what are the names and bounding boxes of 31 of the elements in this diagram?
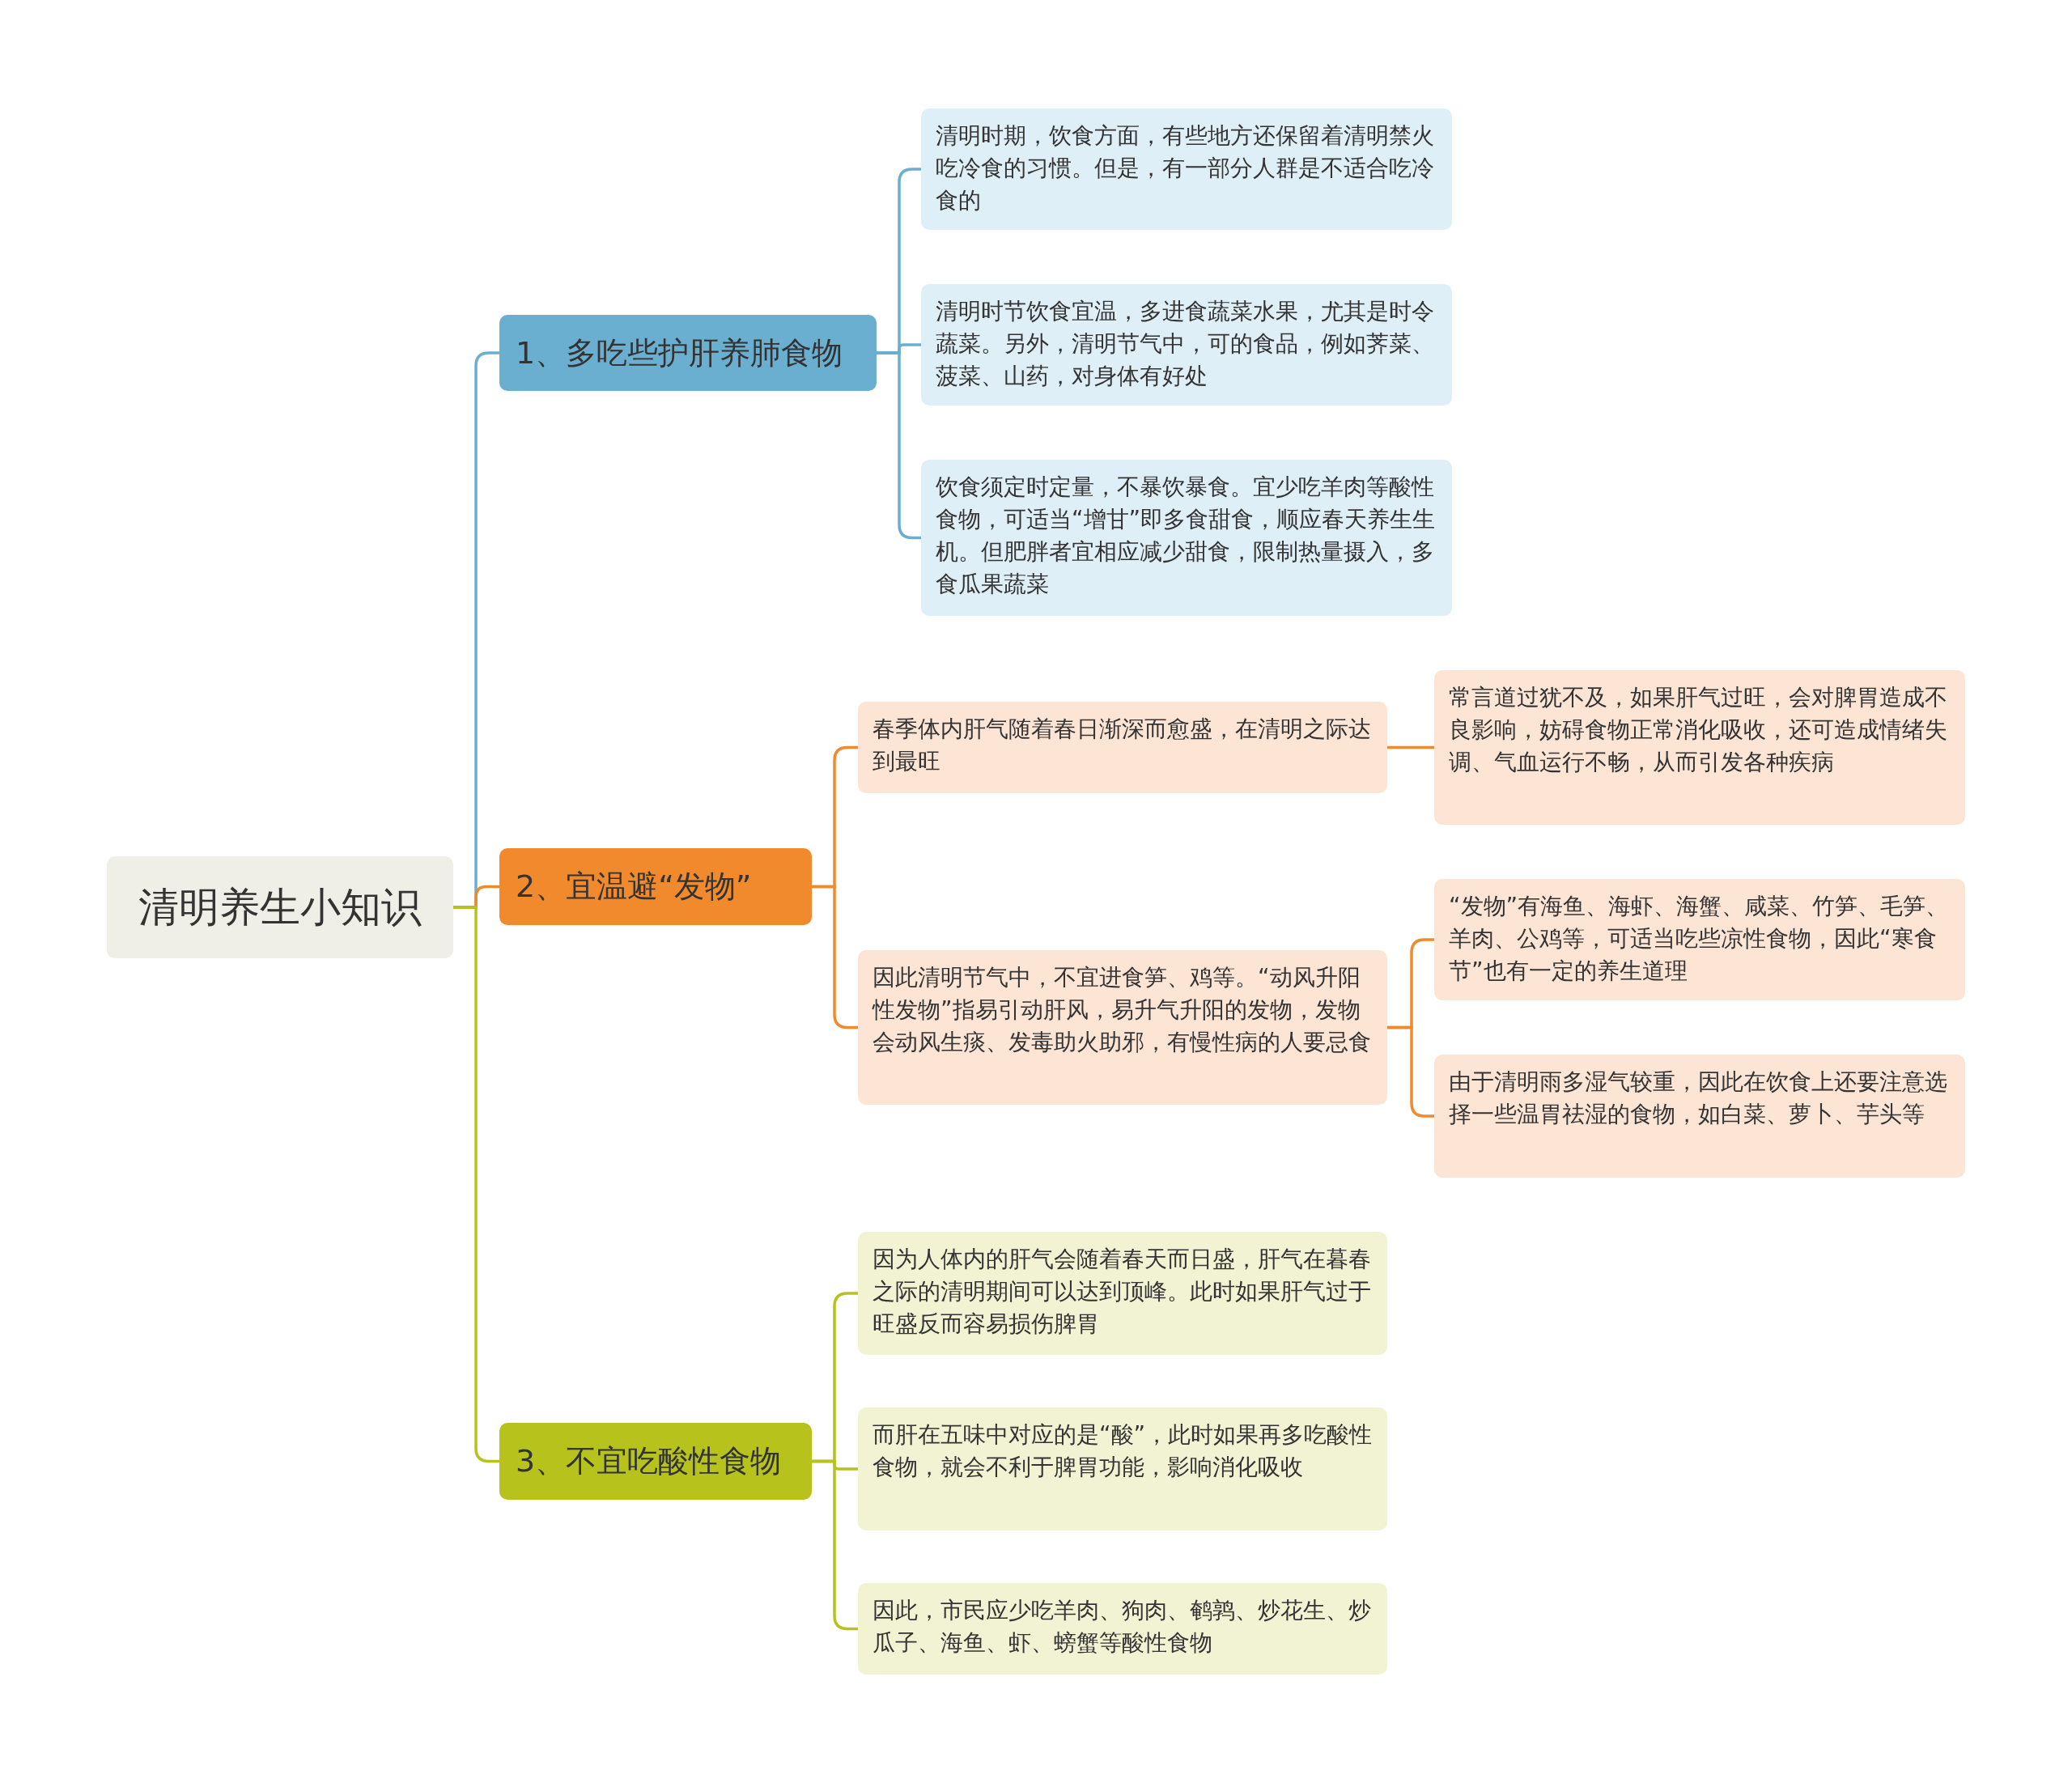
topic-text: 清明时节饮食宜温，多进食蔬菜水果，尤其是时令蔬菜。另外，清明节气中，可的食品，例如荠菜、菠菜、山药，对身体有好处 <box>936 297 1435 391</box>
topic-text: “发物”有海鱼、海虾、海蟹、咸菜、竹笋、毛笋、羊肉、公鸡等，可适当吃些凉性食物，因此“寒食节”也有一定的养生道理 <box>1449 892 1949 986</box>
branch-topic-box <box>499 1423 812 1500</box>
topic-text: 清明时期，饮食方面，有些地方还保留着清明禁火吃冷食的习惯。但是，有一部分人群是不适合吃冷食的 <box>936 121 1435 215</box>
topic-text: 由于清明雨多湿气较重，因此在饮食上还要注意选择一些温胃祛湿的食物，如白菜、萝卜、芋头等 <box>1449 1068 1948 1129</box>
note-box <box>858 1232 1387 1355</box>
topic-text: 1、多吃些护肝养肺食物 <box>516 333 843 372</box>
note-box <box>921 284 1452 405</box>
topic-text: 3、不宜吃酸性食物 <box>516 1442 782 1480</box>
note-box <box>1434 1055 1965 1178</box>
note-box <box>858 950 1387 1105</box>
topic-text: 春季体内肝气随着春日渐深而愈盛，在清明之际达到最旺 <box>873 715 1372 776</box>
note-box <box>858 1407 1387 1530</box>
note-box <box>858 1583 1387 1675</box>
topic-text: 因此，市民应少吃羊肉、狗肉、鹌鹑、炒花生、炒瓜子、海鱼、虾、螃蟹等酸性食物 <box>873 1596 1372 1658</box>
topic-text: 2、宜温避“发物” <box>516 868 752 906</box>
connector-line <box>1387 745 1434 749</box>
topic-text: 常言道过犹不及，如果肝气过旺，会对脾胃造成不良影响，妨碍食物正常消化吸收，还可造成情绪失调、气血运行不畅，从而引发各种疾病 <box>1449 683 1948 777</box>
root-topic-box <box>107 856 453 958</box>
topic-text: 清明养生小知识 <box>138 882 422 932</box>
topic-text: 因为人体内的肝气会随着春天而日盛，肝气在暮春之际的清明期间可以达到顶峰。此时如果肝气过于旺盛反而容易损伤脾胃 <box>873 1245 1372 1339</box>
topic-text: 饮食须定时定量，不暴饮暴食。宜少吃羊肉等酸性食物，可适当“增甘”即多食甜食，顺应春天养生生机。但肥胖者宜相应减少甜食，限制热量摄入，多食瓜果蔬菜 <box>936 473 1436 599</box>
note-box <box>858 702 1387 793</box>
branch-topic-box <box>499 315 877 391</box>
topic-text: 而肝在五味中对应的是“酸”，此时如果再多吃酸性食物，就会不利于脾胃功能，影响消化吸收 <box>873 1420 1373 1482</box>
topic-text: 因此清明节气中，不宜进食笋、鸡等。“动风升阳性发物”指易引动肝风，易升气升阳的发物，发物会动风生痰、发毒助火助邪，有慢性病的人要忌食 <box>873 963 1372 1057</box>
note-box <box>1434 879 1965 1000</box>
branch-topic-box <box>499 848 812 925</box>
note-box <box>1434 670 1965 825</box>
note-box <box>921 460 1452 616</box>
note-box <box>921 108 1452 230</box>
